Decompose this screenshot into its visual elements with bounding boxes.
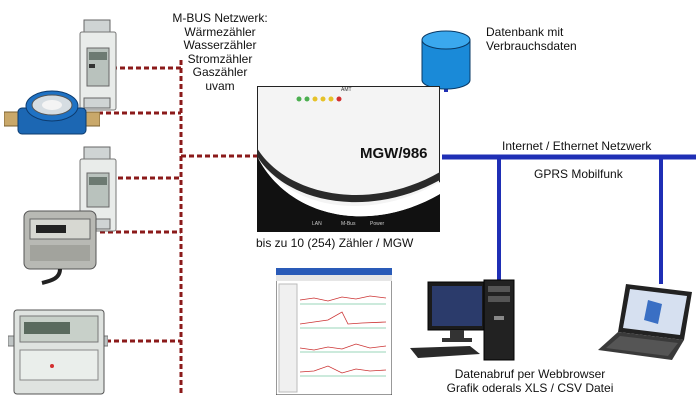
internet-label: Internet / Ethernet Netzwerk [502, 139, 652, 153]
client-label: Datenabruf per Webbrowser Grafik oderals… [430, 367, 630, 395]
gateway-port-lan: LAN [312, 221, 322, 227]
desktop-computer-icon [410, 279, 515, 361]
gateway-device: AMT MGW/986 LAN M-Bus Power [256, 85, 441, 233]
electricity-meter-icon [79, 19, 117, 111]
laptop-computer-icon [598, 284, 692, 360]
gateway-top-label: AMT [341, 87, 352, 93]
gas-meter-icon [23, 210, 97, 285]
gateway-model-label: MGW/986 [360, 145, 428, 162]
water-meter-icon [4, 90, 100, 135]
mbus-title: M-BUS Netzwerk: [172, 11, 268, 25]
mbus-item: Wasserzähler [183, 38, 257, 52]
gateway-port-mbus: M-Bus [341, 221, 356, 227]
database-label: Datenbank mit Verbrauchsdaten [486, 25, 577, 53]
mbus-item: uvam [205, 78, 235, 93]
client-label-line2: Grafik oderals XLS / CSV Datei [446, 380, 614, 395]
gprs-label: GPRS Mobilfunk [534, 167, 623, 181]
mbus-item: Gaszähler [192, 65, 248, 79]
database-label-line2: Verbrauchsdaten [486, 38, 577, 53]
mbus-item: Stromzähler [187, 51, 253, 66]
database-label-line1: Datenbank mit [486, 25, 564, 39]
gateway-capacity-label: bis zu 10 (254) Zähler / MGW [256, 236, 414, 250]
client-label-line1: Datenabruf per Webbrowser [454, 367, 606, 381]
mbus-label: M-BUS Netzwerk: Wärmezähler Wasserzähler… [170, 11, 270, 93]
browser-chart-window-icon [276, 268, 392, 395]
gateway-port-power: Power [370, 221, 385, 227]
electricity-meter-icon [8, 309, 108, 395]
mbus-item: Wärmezähler [184, 24, 256, 39]
database-icon [421, 30, 471, 90]
